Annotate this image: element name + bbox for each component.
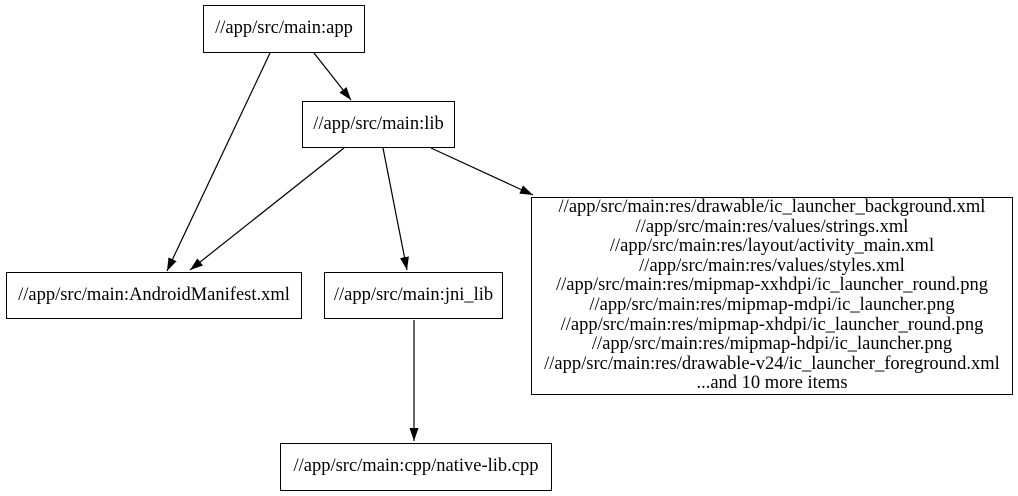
res-file-item: //app/src/main:res/mipmap-hdpi/ic_launch…	[591, 334, 953, 355]
res-file-item: //app/src/main:res/drawable-v24/ic_launc…	[544, 353, 1000, 374]
res-file-item: //app/src/main:res/mipmap-xhdpi/ic_launc…	[560, 314, 984, 335]
node-res-files: //app/src/main:res/drawable/ic_launcher_…	[531, 197, 1013, 395]
edge-lib-to-android-manifest	[189, 147, 345, 271]
node-lib-label: //app/src/main:lib	[313, 113, 444, 134]
node-jni-lib: //app/src/main:jni_lib	[324, 272, 503, 319]
node-app: //app/src/main:app	[203, 5, 365, 53]
edge-app-to-android-manifest	[166, 52, 271, 272]
edge-app-to-lib	[313, 52, 352, 101]
node-native-lib-cpp-label: //app/src/main:cpp/native-lib.cpp	[293, 456, 539, 477]
node-native-lib-cpp: //app/src/main:cpp/native-lib.cpp	[280, 443, 552, 491]
res-file-item: //app/src/main:res/values/strings.xml	[635, 216, 909, 237]
node-lib: //app/src/main:lib	[302, 101, 455, 148]
res-file-item: //app/src/main:res/layout/activity_main.…	[609, 236, 935, 257]
res-file-item: //app/src/main:res/values/styles.xml	[639, 255, 905, 276]
node-android-manifest-label: //app/src/main:AndroidManifest.xml	[18, 284, 290, 305]
res-files-more-items: ...and 10 more items	[696, 373, 848, 394]
res-file-item: //app/src/main:res/mipmap-mdpi/ic_launch…	[589, 295, 955, 315]
node-app-label: //app/src/main:app	[215, 18, 353, 39]
res-file-item: //app/src/main:res/mipmap-xxhdpi/ic_laun…	[555, 275, 989, 296]
edge-lib-to-res-files	[430, 147, 534, 196]
node-android-manifest: //app/src/main:AndroidManifest.xml	[6, 272, 302, 319]
res-file-item: //app/src/main:res/drawable/ic_launcher_…	[558, 197, 986, 218]
edge-lib-to-jni-lib	[382, 147, 409, 271]
node-jni-lib-label: //app/src/main:jni_lib	[333, 284, 494, 305]
